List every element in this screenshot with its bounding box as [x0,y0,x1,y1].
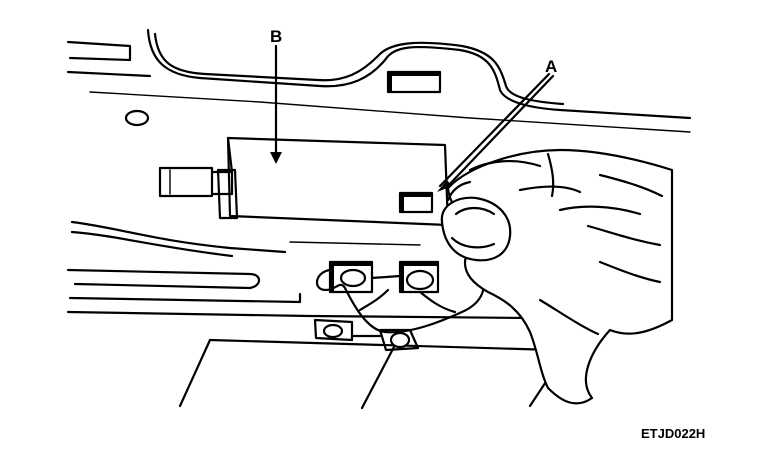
wire-loop [316,268,486,334]
upper-trim-panel [66,28,692,133]
callout-b-pointer [270,44,282,164]
panel-hole [124,109,150,127]
technician-hand [440,148,674,405]
figure-code: ETJD022H [641,426,705,441]
connector-block [313,260,440,352]
callout-label-a: A [545,57,557,76]
callout-a-pointer [437,72,555,192]
callout-label-b: B [270,27,282,46]
component-b-housing [158,136,450,227]
